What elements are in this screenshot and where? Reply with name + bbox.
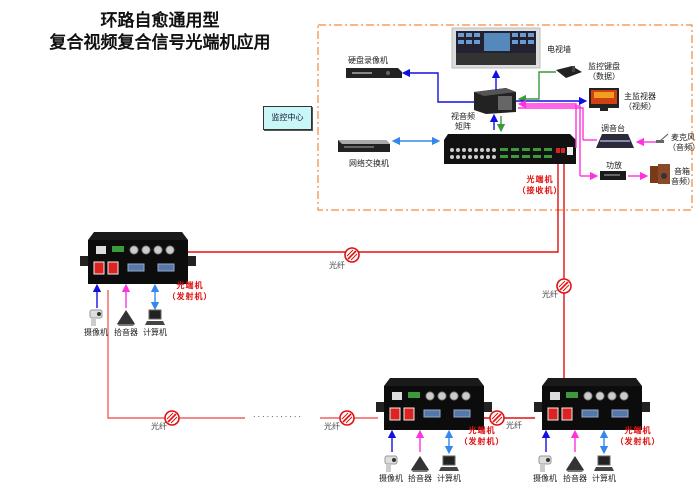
keyboard-label-1: 监控键盘: [588, 62, 620, 71]
keyboard-label-2: （数据）: [588, 72, 620, 81]
fiber-label-5: 光纤: [506, 421, 522, 430]
control-center-label: 监控中心: [263, 106, 312, 130]
fiber-icon-3: [164, 410, 180, 426]
main-monitor-label-1: 主监视器: [624, 92, 656, 101]
computer-label: 计算机: [437, 474, 461, 483]
camera-icon: [384, 455, 398, 473]
computer-icon: [438, 455, 460, 472]
matrix-label-1: 视音频: [451, 112, 475, 121]
control-center-text: 监控中心: [271, 113, 304, 122]
main-monitor-label-2: （视频）: [624, 102, 656, 111]
speaker-image: [650, 164, 670, 184]
loop-ellipsis: ...........: [253, 410, 303, 419]
link-audio-matrix-2: [522, 105, 581, 176]
fiber-icon-1: [344, 247, 360, 263]
computer-label: 计算机: [592, 474, 616, 483]
transmitter-2-label: 光端机 （发射机）: [452, 425, 512, 447]
link-audio-matrix-3: [518, 107, 584, 140]
transmitter-3-label-1: 光端机: [624, 425, 652, 435]
fiber-label-1: 光纤: [329, 261, 345, 270]
receiver-label: 光端机 （接收机）: [512, 174, 568, 196]
main-monitor-image: [589, 88, 619, 111]
transmitter-2-label-2: （发射机）: [459, 436, 505, 446]
dvr-label: 硬盘录像机: [348, 56, 388, 65]
speaker-label-1: 音箱: [674, 167, 690, 176]
fiber-label-2: 光纤: [542, 290, 558, 299]
transmitter-3-label: 光端机 （发射机）: [608, 425, 668, 447]
matrix-label-2: 矩阵: [455, 122, 471, 131]
fiber-receiver-left-top: [180, 164, 559, 253]
pickup-icon: [411, 456, 429, 472]
computer-icon: [144, 309, 166, 326]
control-center-border: [317, 24, 693, 211]
pickup-label: 拾音器: [408, 474, 432, 483]
amplifier-label: 功放: [606, 161, 622, 170]
fiber-label-4: 光纤: [324, 422, 340, 431]
video-wall-label: 电视墙: [547, 45, 571, 54]
diagram-title: 环路自愈通用型 复合视频复合信号光端机应用: [0, 10, 320, 54]
link-matrix-dvr: [401, 68, 474, 103]
transmitter-3-label-2: （发射机）: [615, 436, 661, 446]
transmitter-2-label-1: 光端机: [468, 425, 496, 435]
fiber-icon-2: [556, 278, 572, 294]
receiver-label-1: 光端机: [526, 174, 554, 184]
link-keyboard-matrix: [517, 71, 556, 104]
mixer-label: 调音台: [601, 124, 625, 133]
link-audio-matrix-1: [517, 99, 577, 148]
network-switch-image: [338, 140, 390, 152]
microphone-label-2: （音频）: [668, 143, 700, 152]
transmitter-1-label-2: （发射机）: [167, 291, 213, 301]
pickup-icon: [117, 310, 135, 326]
computer-icon: [593, 455, 615, 472]
camera-icon: [538, 455, 552, 473]
camera-label: 摄像机: [533, 474, 557, 483]
title-line-1: 环路自愈通用型: [100, 11, 220, 31]
camera-label: 摄像机: [379, 474, 403, 483]
fiber-label-3: 光纤: [151, 422, 167, 431]
av-matrix-image: [474, 88, 516, 114]
receiver-rack-image: [444, 134, 576, 164]
receiver-label-2: （接收机）: [517, 185, 563, 195]
mixer-image: [596, 134, 634, 148]
dvr-image: [346, 68, 402, 78]
transmitter-1-image: [79, 231, 197, 285]
pickup-label: 拾音器: [114, 328, 138, 337]
microphone-label-1: 麦克风: [671, 133, 695, 142]
computer-label: 计算机: [143, 328, 167, 337]
fiber-loop-left: [107, 290, 245, 419]
pickup-icon: [566, 456, 584, 472]
transmitter-1-label: 光端机 （发射机）: [160, 280, 220, 302]
transmitter-1-label-1: 光端机: [176, 280, 204, 290]
amplifier-image: [600, 171, 626, 180]
video-wall-image: [451, 27, 541, 69]
fiber-icon-4: [339, 410, 355, 426]
transmitter-2-image: [375, 377, 493, 431]
control-keyboard-image: [556, 66, 582, 78]
camera-icon: [89, 309, 103, 327]
speaker-label-2: 音频）: [671, 177, 695, 186]
pickup-label: 拾音器: [563, 474, 587, 483]
fiber-icon-5: [489, 410, 505, 426]
camera-label: 摄像机: [84, 328, 108, 337]
transmitter-3-image: [533, 377, 651, 431]
microphone-image: [656, 133, 669, 143]
title-line-2: 复合视频复合信号光端机应用: [49, 33, 271, 53]
network-switch-label: 网络交换机: [349, 159, 389, 168]
